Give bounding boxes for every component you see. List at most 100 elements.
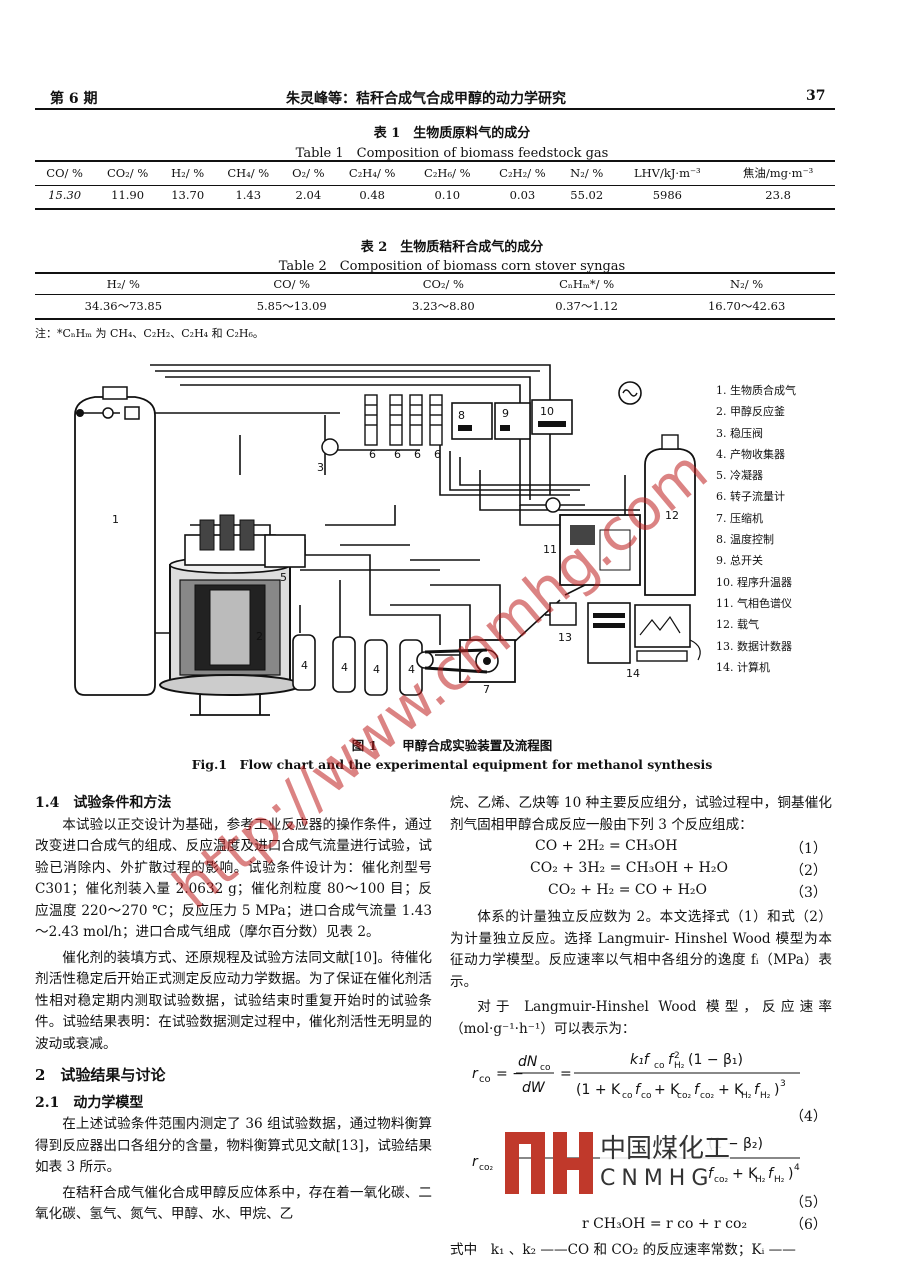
table-header-cell: CₙHₘ*/ % [559, 277, 615, 291]
figure-caption-cn: 图 1 甲醇合成实验装置及流程图 [351, 738, 553, 753]
table-header-row: CO/ % CO₂/ % H₂/ % CH₄/ % O₂/ % C₂H₄/ % … [35, 162, 835, 184]
legend-item: 2. 甲醇反应釜 [716, 405, 785, 419]
component-label: 6 [414, 448, 421, 461]
table2-top-rule [35, 272, 835, 274]
table1: CO/ % CO₂/ % H₂/ % CH₄/ % O₂/ % C₂H₄/ % … [35, 162, 835, 206]
svg-text:= −: = − [496, 1066, 524, 1082]
svg-text:H₂: H₂ [774, 1175, 785, 1185]
right-column-body: 体系的计量独立反应数为 2。本文选择式（1）和式（2）为计量独立反应。选择 La… [450, 907, 832, 1040]
compressor [416, 639, 516, 683]
table2-footnote: 注：*CₙHₘ 为 CH₄、C₂H₂、C₂H₄ 和 C₂H₆。 [35, 327, 264, 340]
svg-text:dW: dW [522, 1080, 546, 1096]
component-label: 10 [540, 405, 554, 418]
table-cell: 1.43 [235, 188, 262, 202]
table-header-cell: O₂/ % [292, 166, 325, 180]
svg-text:co₂: co₂ [714, 1175, 728, 1185]
legend-item: 13. 数据计数器 [716, 639, 792, 653]
equation-3: CO₂ + H₂ = CO + H₂O [548, 882, 708, 898]
table2: H₂/ % CO/ % CO₂/ % CₙHₘ*/ % N₂/ % 34.36～… [35, 273, 835, 317]
table1-title-en: Table 1 Composition of biomass feedstock… [295, 146, 609, 161]
issue-number: 第 6 期 [50, 91, 98, 107]
component-label: 7 [483, 683, 490, 696]
table-cell: 11.90 [111, 188, 145, 202]
paragraph: 催化剂的装填方式、还原规程及试验方法同文献[10]。待催化剂活性稳定后开始正式测… [35, 949, 432, 1052]
component-label: 3 [317, 461, 324, 474]
legend-item: 12. 载气 [716, 618, 759, 632]
table-header-cell: CO₂/ % [106, 166, 149, 180]
symbol-definition: 式中 k₁ 、k₂ ——CO 和 CO₂ 的反应速率常数；Kᵢ —— [450, 1240, 832, 1262]
equation-number: （3） [790, 885, 827, 901]
svg-text:=: = [560, 1066, 572, 1082]
legend-item: 5. 冷凝器 [716, 469, 763, 483]
table-header-cell: N₂/ % [570, 166, 604, 180]
svg-text:f: f [694, 1082, 701, 1098]
equation-6: r CH₃OH = r co + r co₂ [582, 1216, 748, 1232]
table-header-cell: C₂H₄/ % [348, 166, 396, 180]
table-cell: 0.37～1.12 [555, 299, 618, 313]
svg-text:co: co [622, 1091, 633, 1101]
table-row: 15.30 11.90 13.70 1.43 2.04 0.48 0.10 0.… [35, 184, 835, 206]
table-header-cell: LHV/kJ·m⁻³ [634, 166, 701, 180]
svg-text:r: r [472, 1154, 479, 1170]
svg-text:): ) [774, 1082, 779, 1098]
component-label: 4 [373, 663, 380, 676]
legend-item: 4. 产物收集器 [716, 447, 785, 461]
svg-text:+ K: + K [732, 1166, 758, 1182]
legend-item: 1. 生物质合成气 [716, 384, 796, 397]
running-title: 朱灵峰等：秸秆合成气合成甲醇的动力学研究 [286, 91, 566, 107]
legend-item: 7. 压缩机 [716, 511, 763, 525]
svg-text:f: f [708, 1166, 715, 1182]
equation-2: CO₂ + 3H₂ = CH₃OH + H₂O [530, 860, 728, 876]
table-cell: 0.48 [359, 188, 385, 202]
table-cell: 15.30 [48, 188, 82, 202]
figure-legend: 1. 生物质合成气 2. 甲醇反应釜 3. 稳压阀 4. 产物收集器 5. 冷凝… [716, 380, 796, 678]
legend-item: 14. 计算机 [716, 660, 770, 674]
computer-icon [587, 602, 701, 664]
table-cell: 2.04 [295, 188, 322, 202]
table-cell: 23.8 [765, 188, 791, 202]
table1-title-cn: 表 1 生物质原料气的成分 [373, 126, 531, 141]
paragraph: 在上述试验条件范围内测定了 36 组试验数据，通过物料衡算得到反应器出口各组分的… [35, 1116, 432, 1175]
table1-mid-rule [35, 185, 835, 186]
svg-text:H₂: H₂ [674, 1061, 685, 1071]
gas-cylinder-1 [74, 396, 156, 696]
table-header-cell: C₂H₂/ % [499, 166, 546, 180]
section-heading: 2.1 动力学模型 [35, 1094, 144, 1111]
equation-1: CO + 2H₂ = CH₃OH [535, 838, 678, 854]
table-header-cell: CO₂/ % [422, 277, 464, 291]
svg-text:H₂: H₂ [755, 1175, 766, 1185]
instrument-boxes [451, 399, 573, 440]
table-cell: 5986 [652, 188, 682, 202]
svg-text:+ K: + K [718, 1082, 744, 1098]
component-label: 5 [280, 571, 287, 584]
figure-caption-en: Fig.1 Flow chart and the experimental eq… [191, 757, 713, 772]
page-number: 37 [806, 88, 826, 104]
paragraph: 式中 k₁ 、k₂ ——CO 和 CO₂ 的反应速率常数；Kᵢ —— [450, 1242, 796, 1258]
pressure-regulator [321, 438, 339, 456]
svg-text:H₂: H₂ [741, 1091, 752, 1101]
table2-title-en: Table 2 Composition of biomass corn stov… [278, 259, 626, 274]
svg-text:H₂: H₂ [760, 1091, 771, 1101]
svg-text:co₂: co₂ [677, 1091, 691, 1101]
table-header-cell: H₂/ % [106, 277, 140, 291]
equation-number: （6） [790, 1217, 827, 1233]
component-labels: 1 2 3 4 4 4 4 5 6 6 6 6 7 8 9 10 11 12 1… [112, 405, 679, 696]
table-header-cell: C₂H₆/ % [424, 166, 471, 180]
svg-text:f: f [768, 1166, 775, 1182]
table-cell: 55.02 [570, 188, 604, 202]
rotameters [364, 394, 443, 446]
equation-number: （5） [790, 1195, 827, 1211]
table-header-cell: H₂/ % [171, 166, 205, 180]
table-cell: 3.23～8.80 [411, 299, 475, 313]
svg-text:f: f [635, 1082, 642, 1098]
component-label: 8 [458, 409, 465, 422]
paragraph: 本试验以正交设计为基础，参考工业反应器的操作条件，通过改变进口合成气的组成、反应… [35, 816, 432, 941]
table-header-row: H₂/ % CO/ % CO₂/ % CₙHₘ*/ % N₂/ % [35, 273, 835, 295]
component-label: 6 [434, 448, 441, 461]
svg-text:k₁f: k₁f [630, 1052, 651, 1068]
table-cell: 5.85～13.09 [256, 299, 327, 313]
table-header-cell: CH₄/ % [227, 166, 270, 180]
svg-text:3: 3 [780, 1079, 786, 1089]
